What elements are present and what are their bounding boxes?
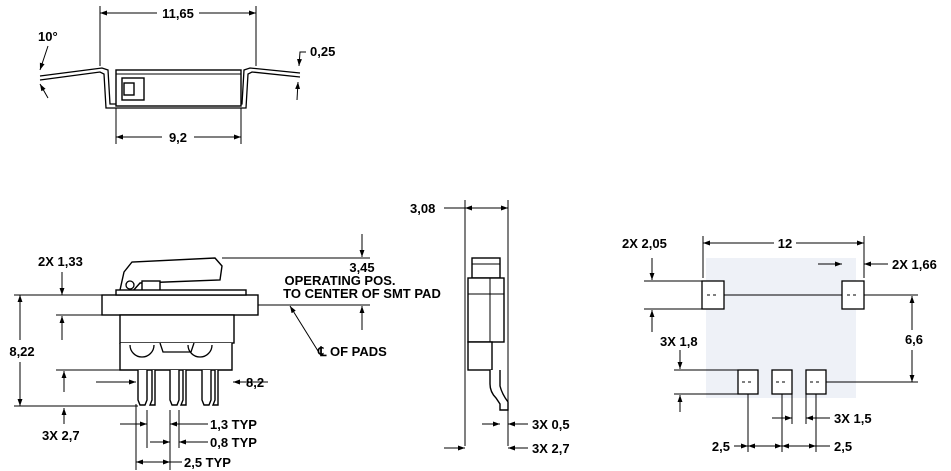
leader-line: [289, 305, 319, 352]
dim-pitch-left: 2,5: [712, 439, 730, 454]
actuator-slot: [123, 82, 135, 96]
end-view: 3,08 3X 0,5 3X 2,7: [410, 200, 570, 456]
angle-arrow: [39, 83, 49, 99]
lead: [169, 370, 180, 406]
dim-span: 12: [778, 236, 792, 251]
lead: [148, 370, 156, 406]
dim-body-width: 9,2: [169, 130, 187, 145]
dim-lead-height: 3X 2,7: [42, 428, 80, 443]
dim-height: 8,22: [9, 344, 34, 359]
dim-pitch-right: 2,5: [834, 439, 852, 454]
angle-arrow: [39, 45, 49, 71]
base-notch: [129, 344, 155, 358]
dim-small-pad-height: 3X 1,8: [660, 334, 698, 349]
side-view: 2X 1,33 8,22 3X 2,7 8,2 3,45 OPERATING P…: [9, 234, 441, 470]
housing-flange: [101, 294, 259, 316]
housing-body: [119, 314, 235, 344]
dim-row-spacing: 6,6: [905, 332, 923, 347]
lead: [211, 370, 219, 406]
base-end: [467, 341, 493, 371]
note-operating-line2: TO CENTER OF SMT PAD: [283, 286, 441, 301]
dim-pitch: 2,5 TYP: [184, 455, 231, 470]
dim-small-pad-width: 3X 1,5: [834, 411, 872, 426]
dim-end-lead-len: 3X 2,7: [532, 441, 570, 456]
pivot-pin: [125, 280, 135, 290]
lead: [137, 370, 148, 406]
note-operating-line1: OPERATING POS.: [285, 273, 396, 288]
dim-lead-length: 8,2: [246, 375, 264, 390]
lever: [119, 257, 223, 293]
lead: [179, 370, 187, 406]
dim-top-width: 11,65: [162, 6, 194, 21]
leads: [137, 370, 219, 406]
note-pads: ℄ OF PADS: [317, 344, 387, 359]
base-notch: [187, 344, 213, 358]
leader-line: [297, 51, 306, 67]
dim-thickness: 0,25: [310, 44, 335, 59]
base-notch-center: [159, 342, 195, 353]
switch-outline-inner: [39, 71, 301, 109]
housing-end: [467, 277, 505, 343]
dim-angle: 10°: [38, 29, 58, 44]
actuator-end: [471, 257, 501, 279]
dim-end-lead-thk: 3X 0,5: [532, 417, 570, 432]
dim-lead-thk: 0,8 TYP: [210, 435, 257, 450]
leader-line: [295, 81, 301, 101]
dim-large-pad-height: 2X 2,05: [622, 236, 667, 251]
pcb-layout: 12 2X 2,05 2X 1,66 6,6 3X 1,8: [622, 236, 937, 454]
dim-lead-width: 1,3 TYP: [210, 417, 257, 432]
housing-top: [115, 289, 247, 296]
lead-end: [489, 370, 509, 411]
lead: [201, 370, 212, 406]
dim-pad-height: 2X 1,33: [38, 254, 83, 269]
top-view: 11,65 10° 0,25 9,2: [38, 6, 335, 145]
dim-large-pad-width: 2X 1,66: [892, 257, 937, 272]
dim-end-width: 3,08: [410, 201, 435, 216]
dim-operating: 3,45: [349, 260, 374, 275]
